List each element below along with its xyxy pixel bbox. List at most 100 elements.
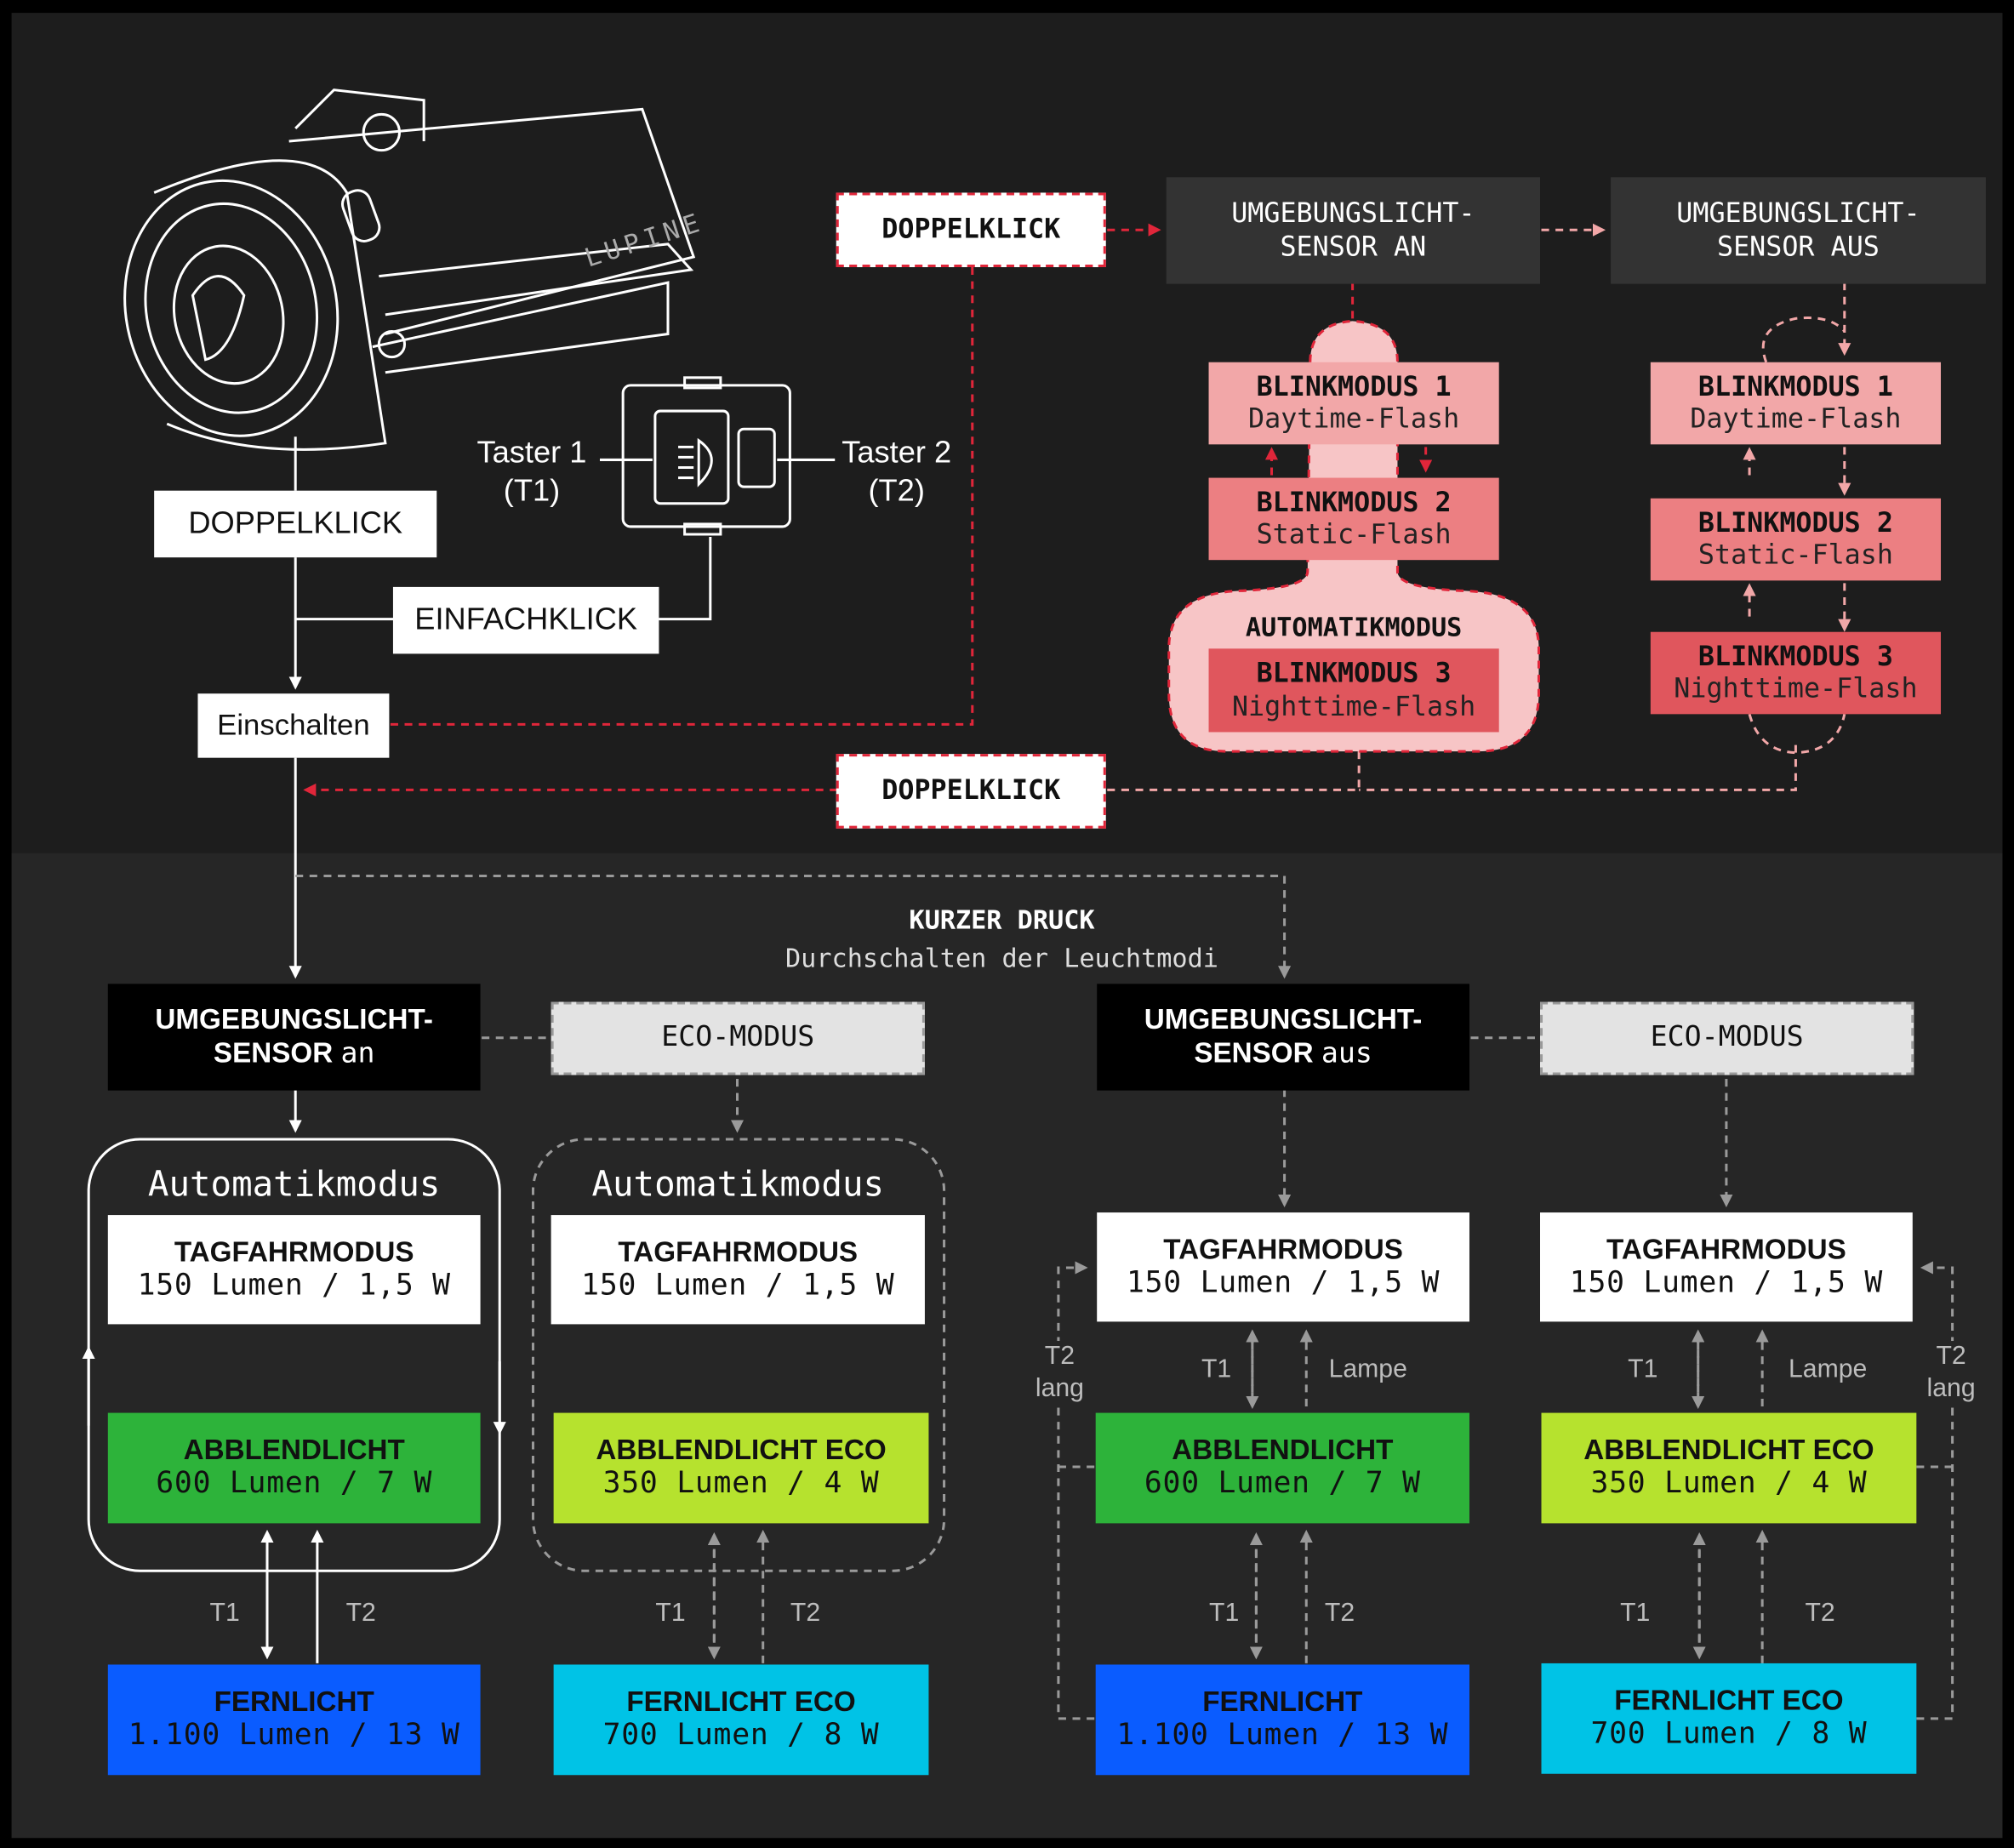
col3-t1: T1 — [1209, 1599, 1240, 1628]
col3-abbl-title: ABBLENDLICHT — [1172, 1433, 1394, 1466]
col2-t2: T2 — [790, 1599, 821, 1628]
col3-fern-title: FERNLICHT — [1202, 1685, 1363, 1718]
col3-t1-up: T1 — [1201, 1355, 1232, 1383]
col1-abbl: ABBLENDLICHT 600 Lumen / 7 W — [107, 1412, 481, 1524]
sensor-an-line1: UMGEBUNGSLICHT- — [1231, 197, 1475, 230]
col1-tag-title: TAGFAHRMODUS — [174, 1235, 414, 1268]
blink-an-3-sub: Nighttime-Flash — [1231, 690, 1476, 722]
col4-fern-value: 700 Lumen / 8 W — [1590, 1717, 1868, 1752]
col2-tag-title: TAGFAHRMODUS — [618, 1235, 859, 1268]
col1-header-line1: UMGEBUNGSLICHT- — [155, 1002, 433, 1035]
doppelklick-red-bottom: DOPPELKLICK — [836, 754, 1106, 829]
blink-an-1: BLINKMODUS 1 Daytime-Flash — [1208, 362, 1499, 445]
col3-header-bold: SENSOR — [1194, 1036, 1314, 1069]
col4-abbl: ABBLENDLICHT ECO 350 Lumen / 4 W — [1541, 1412, 1917, 1524]
blink-aus-3-sub: Nighttime-Flash — [1674, 673, 1918, 704]
col3-header: UMGEBUNGSLICHT- SENSOR aus — [1097, 984, 1469, 1091]
col1-tag: TAGFAHRMODUS 150 Lumen / 1,5 W — [107, 1215, 481, 1325]
col2-t1: T1 — [655, 1599, 686, 1628]
blink-an-1-title: BLINKMODUS 1 — [1256, 370, 1452, 402]
col1-t1: T1 — [209, 1599, 240, 1628]
col4-t1-up: T1 — [1628, 1355, 1658, 1383]
col1-abbl-title: ABBLENDLICHT — [183, 1433, 405, 1466]
col2-abbl-title: ABBLENDLICHT ECO — [596, 1433, 887, 1466]
col1-automatik: Automatikmodus — [147, 1164, 441, 1205]
blink-aus-1: BLINKMODUS 1 Daytime-Flash — [1650, 362, 1942, 445]
taster2-short: (T2) — [868, 474, 925, 509]
col2-tag-value: 150 Lumen / 1,5 W — [581, 1269, 895, 1303]
col3-fern: FERNLICHT 1.100 Lumen / 13 W — [1095, 1664, 1469, 1776]
col4-fern-title: FERNLICHT ECO — [1614, 1684, 1844, 1716]
col3-t2-lang-2: lang — [1035, 1374, 1084, 1403]
col3-abbl: ABBLENDLICHT 600 Lumen / 7 W — [1095, 1412, 1469, 1524]
sensor-aus-line1: UMGEBUNGSLICHT- — [1676, 197, 1920, 230]
blink-an-2-title: BLINKMODUS 2 — [1256, 486, 1452, 518]
col4-header: ECO-MODUS — [1540, 1001, 1914, 1075]
taster1-label: Taster 1 (T1) — [465, 434, 598, 511]
col4-t1: T1 — [1620, 1599, 1651, 1628]
col1-fern: FERNLICHT 1.100 Lumen / 13 W — [107, 1664, 481, 1776]
col3-tag-value: 150 Lumen / 1,5 W — [1126, 1266, 1441, 1300]
col1-header-light: an — [340, 1037, 375, 1070]
blink-aus-1-title: BLINKMODUS 1 — [1697, 370, 1893, 402]
col2-fern: FERNLICHT ECO 700 Lumen / 8 W — [553, 1664, 929, 1776]
col3-tag: TAGFAHRMODUS 150 Lumen / 1,5 W — [1097, 1212, 1469, 1322]
taster1-short: (T1) — [503, 474, 561, 509]
col4-t2-lang-1: T2 — [1936, 1342, 1966, 1371]
kurzer-druck-title: KURZER DRUCK — [909, 904, 1095, 935]
blink-an-3-title: BLINKMODUS 3 — [1256, 658, 1452, 689]
blink-aus-2: BLINKMODUS 2 Static-Flash — [1650, 498, 1942, 581]
col4-lampe: Lampe — [1789, 1355, 1868, 1383]
sensor-an-header: UMGEBUNGSLICHT- SENSOR AN — [1166, 177, 1541, 284]
col4-tag: TAGFAHRMODUS 150 Lumen / 1,5 W — [1540, 1212, 1913, 1322]
lamp-illustration — [123, 88, 696, 451]
blink-aus-3-title: BLINKMODUS 3 — [1697, 641, 1893, 672]
col2-tag: TAGFAHRMODUS 150 Lumen / 1,5 W — [551, 1215, 925, 1325]
taster1-name: Taster 1 — [476, 435, 587, 471]
blink-aus-2-sub: Static-Flash — [1697, 539, 1893, 571]
col1-tag-value: 150 Lumen / 1,5 W — [137, 1269, 451, 1303]
col3-t2-lang-1: T2 — [1044, 1342, 1075, 1371]
col1-abbl-value: 600 Lumen / 7 W — [156, 1467, 433, 1501]
col2-abbl-value: 350 Lumen / 4 W — [602, 1467, 880, 1501]
blink-aus-1-sub: Daytime-Flash — [1690, 403, 1902, 435]
col3-tag-title: TAGFAHRMODUS — [1163, 1232, 1403, 1265]
kurzer-druck-sub: Durchschalten der Leuchtmodi — [785, 943, 1218, 974]
automatik-label-top: AUTOMATIKMODUS — [1245, 611, 1463, 642]
blink-an-1-sub: Daytime-Flash — [1248, 403, 1460, 435]
blink-aus-2-title: BLINKMODUS 2 — [1697, 507, 1893, 539]
sensor-aus-header: UMGEBUNGSLICHT- SENSOR AUS — [1611, 177, 1986, 284]
col1-fern-title: FERNLICHT — [214, 1685, 374, 1718]
col4-fern: FERNLICHT ECO 700 Lumen / 8 W — [1541, 1663, 1917, 1774]
col4-tag-title: TAGFAHRMODUS — [1606, 1232, 1846, 1265]
col2-automatik: Automatikmodus — [591, 1164, 885, 1205]
col3-t2: T2 — [1324, 1599, 1355, 1628]
blink-an-2: BLINKMODUS 2 Static-Flash — [1208, 477, 1499, 561]
col2-fern-title: FERNLICHT ECO — [626, 1685, 856, 1718]
einfachklick-box: EINFACHKLICK — [392, 586, 659, 654]
col4-tag-value: 150 Lumen / 1,5 W — [1569, 1266, 1884, 1300]
col2-header: ECO-MODUS — [551, 1001, 925, 1075]
col2-abbl: ABBLENDLICHT ECO 350 Lumen / 4 W — [553, 1412, 929, 1524]
col4-t2-lang: T2 lang — [1919, 1341, 1983, 1406]
sensor-aus-line2: SENSOR AUS — [1717, 230, 1880, 262]
col1-header-bold: SENSOR — [213, 1036, 334, 1069]
col3-t2-lang: T2 lang — [1027, 1341, 1093, 1406]
col4-abbl-title: ABBLENDLICHT ECO — [1583, 1433, 1874, 1466]
col2-fern-value: 700 Lumen / 8 W — [602, 1719, 880, 1753]
col4-abbl-value: 350 Lumen / 4 W — [1590, 1467, 1868, 1501]
blink-an-2-sub: Static-Flash — [1256, 518, 1452, 550]
col4-t2-lang-2: lang — [1926, 1374, 1976, 1403]
sensor-an-line2: SENSOR AN — [1280, 230, 1427, 262]
col3-fern-value: 1.100 Lumen / 13 W — [1116, 1719, 1449, 1753]
col3-lampe: Lampe — [1328, 1355, 1407, 1383]
doppelklick-red-top: DOPPELKLICK — [836, 192, 1106, 267]
remote-illustration — [621, 376, 791, 536]
col4-t2: T2 — [1805, 1599, 1835, 1628]
blink-an-3: BLINKMODUS 3 Nighttime-Flash — [1208, 648, 1499, 733]
lupine-logo: LUPINE — [581, 207, 708, 273]
col1-t2: T2 — [345, 1599, 376, 1628]
col3-header-line1: UMGEBUNGSLICHT- — [1144, 1002, 1423, 1035]
taster2-name: Taster 2 — [842, 435, 952, 471]
